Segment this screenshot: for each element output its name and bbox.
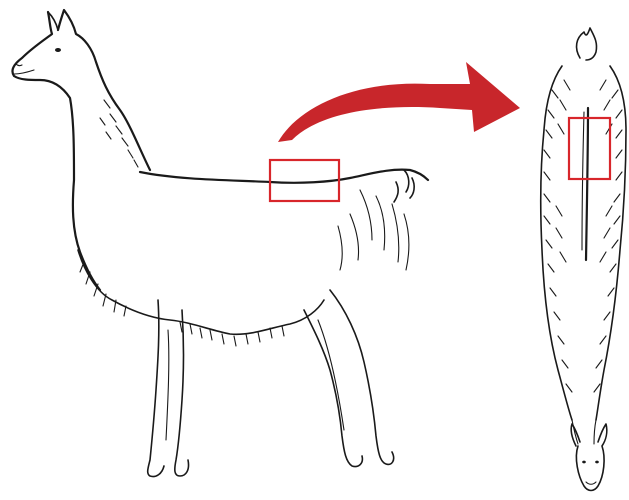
llama-rump-fur xyxy=(337,189,410,271)
llama-hind-leg-left xyxy=(303,309,364,468)
llama-spine-line xyxy=(584,106,590,262)
llama-neck-right xyxy=(593,419,597,445)
llama-nostril xyxy=(15,63,23,67)
llama-front-leg-left xyxy=(146,299,165,478)
llama-front-leg-right xyxy=(174,309,190,477)
llama-nose-top xyxy=(585,481,597,485)
llama-spine-line-secondary xyxy=(581,111,585,251)
llama-ear-right xyxy=(56,8,152,172)
side-view-highlight-box xyxy=(268,158,341,203)
llama-top-fur-left xyxy=(543,79,573,393)
llama-chest xyxy=(77,249,325,336)
llama-tail-tuft xyxy=(575,27,598,61)
llama-hind-leg-inner xyxy=(317,319,345,431)
llama-back-line xyxy=(138,168,430,184)
llama-neck-fur xyxy=(99,99,139,168)
llama-head-top xyxy=(570,423,608,492)
llama-body-outline-right xyxy=(595,65,627,421)
llama-body-outline-left xyxy=(539,65,573,421)
llama-top-view xyxy=(539,27,627,492)
llama-tail xyxy=(393,169,415,203)
llama-belly-fur xyxy=(79,261,285,347)
llama-neck-left xyxy=(571,419,579,445)
llama-front-leg-inner xyxy=(165,329,170,441)
curved-arrow xyxy=(278,62,520,142)
llama-eye-top-left xyxy=(582,460,586,464)
top-view-highlight-box xyxy=(567,116,612,181)
llama-side-view xyxy=(11,8,430,478)
llama-eye xyxy=(55,48,61,52)
llama-eye-top-right xyxy=(595,460,599,464)
llama-hind-leg-right xyxy=(329,289,395,466)
llama-head-outline xyxy=(11,10,102,292)
llama-mouth xyxy=(13,69,35,75)
